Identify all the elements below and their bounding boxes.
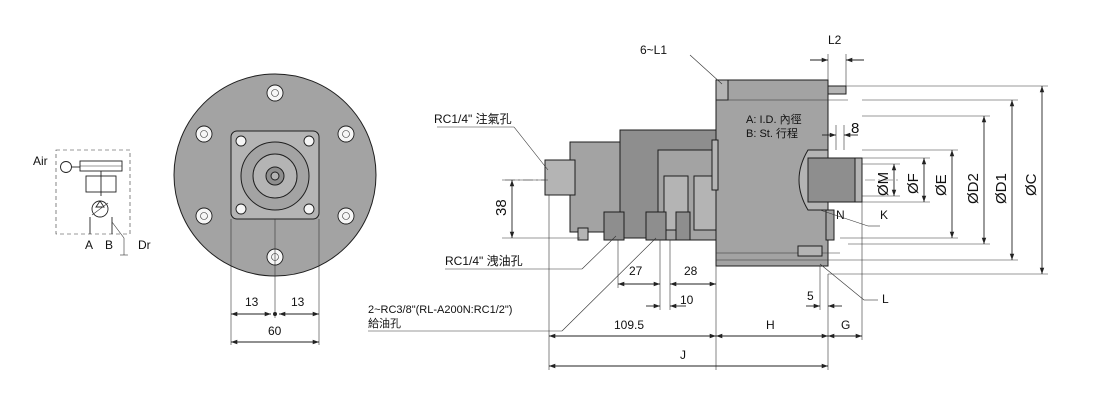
label-k: K <box>880 208 888 222</box>
schematic-port-a-label: A <box>85 238 93 252</box>
label-n: N <box>836 208 845 222</box>
label-g: G <box>841 318 850 332</box>
label-28: 28 <box>684 264 698 278</box>
label-38: 38 <box>493 199 510 216</box>
label-l2: L2 <box>828 33 842 47</box>
label-10: 10 <box>680 293 694 307</box>
front-dim-60: 60 <box>268 324 282 338</box>
front-view: 13 13 60 <box>173 73 377 345</box>
label-h: H <box>766 318 775 332</box>
label-j: J <box>680 348 686 362</box>
label-dia-d2: ØD2 <box>965 173 982 204</box>
schematic-port-dr-label: Dr <box>138 238 151 252</box>
front-dim-13-right: 13 <box>291 295 305 309</box>
label-dia-f: ØF <box>905 173 922 194</box>
label-6-l1: 6~L1 <box>640 43 667 57</box>
front-dim-13-left: 13 <box>245 295 259 309</box>
label-109-5: 109.5 <box>614 318 644 332</box>
label-a-inner-diameter: A: I.D. 內徑 <box>746 113 802 126</box>
label-b-stroke: B: St. 行程 <box>746 127 798 140</box>
schematic-air-label: Air <box>33 154 48 168</box>
label-dia-c: ØC <box>1023 173 1040 196</box>
label-l: L <box>882 292 889 306</box>
schematic-port-b-label: B <box>105 238 113 252</box>
label-dia-e: ØE <box>933 174 950 196</box>
label-rc14-air-port: RC1/4" 注氣孔 <box>434 111 512 126</box>
label-dia-m: ØM <box>875 172 892 196</box>
label-8: 8 <box>851 120 859 137</box>
label-rc14-drain-port: RC1/4" 洩油孔 <box>445 254 523 268</box>
label-dia-d1: ØD1 <box>993 173 1010 204</box>
side-view: 6~L1 L2 RC1/4" 注氣孔 A: I.D. 內徑 B: St. 行程 … <box>368 33 1048 370</box>
label-rc38-oil-port-cn: 給油孔 <box>368 316 401 330</box>
mounting-holes <box>195 84 355 266</box>
label-27: 27 <box>629 264 643 278</box>
label-rc38-oil-port: 2~RC3/8"(RL-A200N:RC1/2") <box>368 304 512 316</box>
hydraulic-schematic: Air A B Dr <box>33 149 151 256</box>
label-5: 5 <box>807 289 814 303</box>
